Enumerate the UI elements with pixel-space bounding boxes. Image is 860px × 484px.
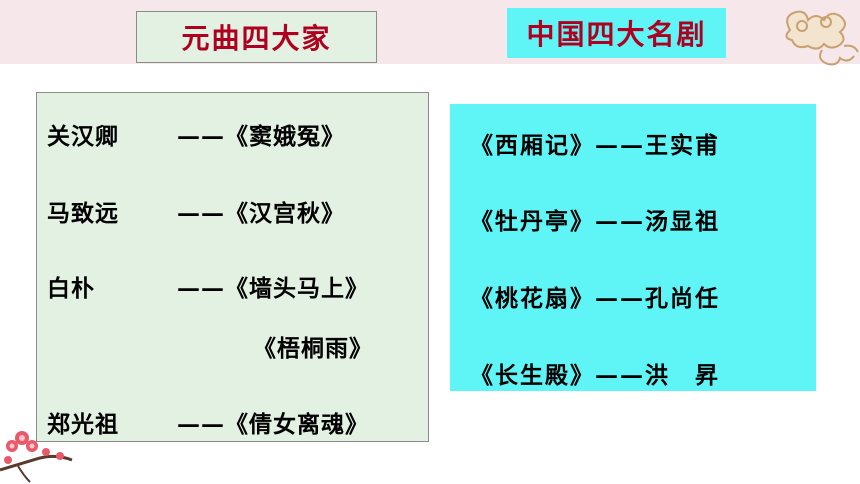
- plum-blossom-icon: [0, 431, 73, 483]
- title-operas-text: 中国四大名剧: [526, 18, 707, 51]
- title-four-great-operas: 中国四大名剧: [507, 8, 726, 58]
- play-title: ——《墙头马上》: [177, 275, 369, 302]
- opera-row: 《长生殿》——洪 昇: [470, 362, 720, 389]
- playwright-name: 郑光祖: [47, 411, 119, 438]
- play-title: ——《倩女离魂》: [177, 411, 369, 438]
- title-yuanqu-text: 元曲四大家: [181, 22, 332, 55]
- playwright-name: 白朴: [47, 275, 95, 302]
- title-yuanqu-four-masters: 元曲四大家: [136, 11, 377, 63]
- auspicious-cloud-icon: [785, 10, 859, 66]
- yuanqu-panel: 关汉卿 ——《窦娥冤》 马致远 ——《汉宫秋》 白朴 ——《墙头马上》 《梧桐雨…: [36, 92, 429, 442]
- play-title: 《梧桐雨》: [253, 335, 373, 362]
- opera-row: 《西厢记》——王实甫: [470, 132, 720, 159]
- opera-row: 《桃花扇》——孔尚任: [470, 285, 720, 312]
- opera-row: 《牡丹亭》——汤显祖: [470, 208, 720, 235]
- operas-panel: 《西厢记》——王实甫 《牡丹亭》——汤显祖 《桃花扇》——孔尚任 《长生殿》——…: [450, 104, 816, 391]
- top-band: [0, 0, 860, 64]
- play-title: ——《汉宫秋》: [177, 200, 345, 227]
- play-title: ——《窦娥冤》: [177, 123, 345, 150]
- playwright-name: 马致远: [47, 200, 119, 227]
- playwright-name: 关汉卿: [47, 123, 119, 150]
